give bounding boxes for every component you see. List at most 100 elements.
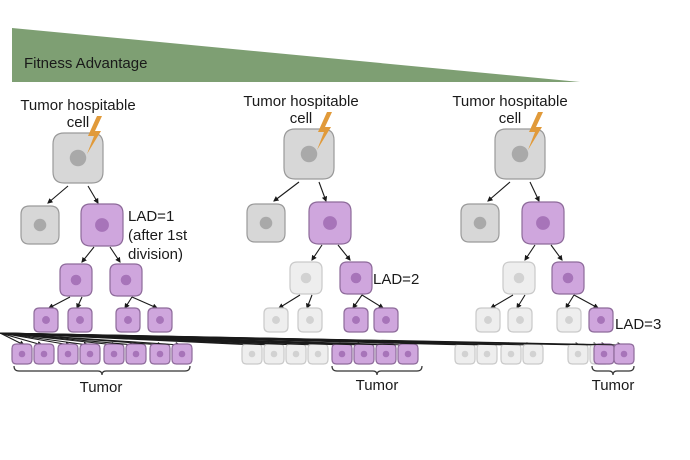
division-arrow	[47, 185, 69, 204]
cell-nucleus	[300, 145, 318, 163]
panel-lad-1: Tumor hospitable cell LAD=1 (after 1st d…	[20, 97, 188, 396]
panel-title-line1: Tumor hospitable	[243, 93, 358, 110]
mutant-cell	[375, 343, 397, 365]
mutant-cell	[147, 307, 173, 333]
faded-cell	[522, 343, 544, 365]
division-arrow	[109, 246, 121, 263]
mutant-cell	[115, 307, 141, 333]
division-arrow	[0, 332, 624, 348]
normal-cell	[494, 128, 546, 180]
mutant-cell	[79, 343, 101, 365]
lightning-bolt-icon	[528, 112, 543, 150]
normal-cell	[460, 203, 500, 243]
mutant-cell	[103, 343, 125, 365]
cell-nucleus	[132, 350, 140, 358]
mutant-cell	[339, 261, 373, 295]
division-arrow	[361, 294, 384, 309]
fitness-advantage-label: Fitness Advantage	[24, 55, 147, 72]
division-arrow	[550, 244, 563, 261]
panel-title-line2: cell	[499, 110, 522, 127]
cell-nucleus	[70, 274, 82, 286]
lad-label: LAD=2	[373, 271, 419, 288]
mutant-cell	[149, 343, 171, 365]
normal-cell	[246, 203, 286, 243]
lineage-tree	[0, 112, 423, 376]
cell-nucleus	[272, 316, 280, 324]
lad-label: LAD=1	[128, 208, 174, 225]
division-arrow	[0, 332, 182, 348]
faded-cell	[285, 343, 307, 365]
division-arrow	[278, 294, 301, 309]
lightning-bolt-icon	[87, 116, 102, 154]
tumor-bracket	[331, 365, 423, 376]
cell-nucleus	[360, 350, 368, 358]
cell-nucleus	[178, 350, 186, 358]
faded-cell	[454, 343, 476, 365]
lad-label-line3: division)	[128, 246, 183, 263]
mutant-cell	[551, 261, 585, 295]
lightning-bolt-icon	[317, 112, 332, 150]
cell-nucleus	[120, 274, 132, 286]
fitness-advantage-banner	[12, 28, 580, 82]
cell-nucleus	[338, 350, 346, 358]
division-arrow	[565, 294, 575, 309]
cell-nucleus	[300, 272, 312, 284]
lad-label-line2: (after 1st	[128, 227, 188, 244]
cell-nucleus	[484, 316, 492, 324]
cell-nucleus	[574, 350, 582, 358]
cell-nucleus	[350, 272, 362, 284]
normal-cell	[20, 205, 60, 245]
division-arrow	[337, 244, 351, 261]
faded-cell	[263, 343, 285, 365]
division-arrow	[490, 294, 514, 309]
cell-nucleus	[270, 350, 278, 358]
tumor-label: Tumor	[592, 377, 635, 394]
faded-cell	[567, 343, 589, 365]
mutant-cell	[343, 307, 369, 333]
cell-nucleus	[42, 316, 50, 324]
division-arrow	[76, 296, 83, 310]
division-arrow	[573, 294, 599, 309]
panel-lad-2: Tumor hospitable cell LAD=2 Tumor	[243, 93, 419, 394]
normal-cell	[52, 132, 104, 184]
mutant-cell	[593, 343, 615, 365]
division-arrow	[48, 296, 71, 309]
division-arrow	[516, 294, 526, 309]
mutant-cell	[80, 203, 124, 247]
cell-nucleus	[124, 316, 132, 324]
mutant-cell	[57, 343, 79, 365]
tumor-bracket	[13, 365, 191, 376]
panel-title-line2: cell	[67, 114, 90, 131]
faded-cell	[289, 261, 323, 295]
mutant-cell	[373, 307, 399, 333]
cell-nucleus	[110, 350, 118, 358]
lineage-tree	[0, 116, 193, 376]
cell-nucleus	[516, 316, 524, 324]
cell-nucleus	[404, 350, 412, 358]
mutant-cell	[33, 343, 55, 365]
cell-nucleus	[562, 272, 574, 284]
tumor-bracket	[591, 365, 635, 376]
mutant-cell	[171, 343, 193, 365]
mutant-cell	[67, 307, 93, 333]
faded-cell	[307, 343, 329, 365]
division-arrow	[273, 181, 300, 202]
faded-cell	[263, 307, 289, 333]
panel-title-line1: Tumor hospitable	[452, 93, 567, 110]
lad-label: LAD=3	[615, 316, 661, 333]
cell-nucleus	[292, 350, 300, 358]
cell-nucleus	[513, 272, 525, 284]
division-arrow	[352, 294, 363, 309]
cell-nucleus	[156, 316, 164, 324]
cell-nucleus	[507, 350, 515, 358]
lineage-tree	[0, 112, 635, 376]
cell-nucleus	[95, 218, 109, 232]
normal-cell	[283, 128, 335, 180]
division-arrow	[487, 181, 511, 202]
panel-lad-3: Tumor hospitable cell LAD=3 Tumor	[452, 93, 661, 394]
faded-cell	[297, 307, 323, 333]
division-arrow	[529, 181, 540, 202]
cell-nucleus	[323, 216, 337, 230]
tumor-label: Tumor	[80, 379, 123, 396]
cell-nucleus	[620, 350, 628, 358]
